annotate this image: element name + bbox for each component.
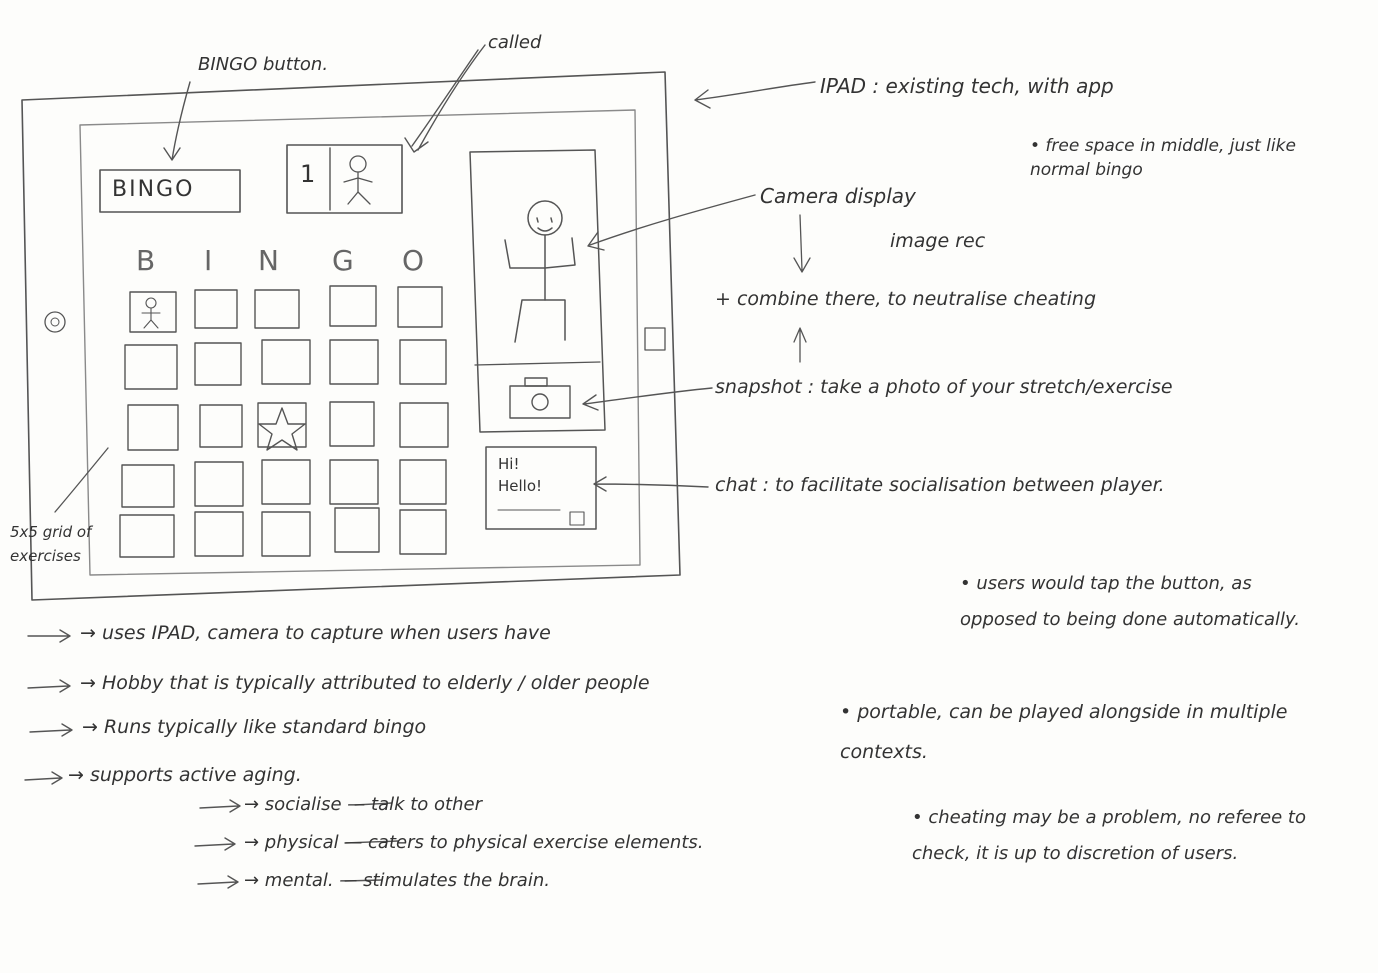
called-stick-figure bbox=[343, 155, 373, 205]
annotation-image-rec: image rec bbox=[890, 230, 986, 252]
annotation-free-space: • free space in middle, just like normal… bbox=[1030, 136, 1296, 180]
column-letter-n: N bbox=[258, 244, 279, 277]
note-left-1: → uses IPAD, camera to capture when user… bbox=[80, 622, 551, 644]
arrow-snapshot bbox=[582, 387, 713, 411]
called-box bbox=[286, 144, 403, 214]
called-number: 1 bbox=[300, 160, 316, 188]
arrow-bingo-button bbox=[163, 81, 191, 161]
arrow-ipad bbox=[694, 81, 816, 109]
annotation-chat: chat : to facilitate socialisation betwe… bbox=[715, 474, 1165, 496]
note-left-3: → Runs typically like standard bingo bbox=[82, 716, 427, 738]
bingo-button-label: BINGO bbox=[112, 177, 195, 202]
ipad-frame bbox=[21, 71, 681, 601]
note-right-1: • users would tap the button, as opposed… bbox=[960, 573, 1301, 630]
cell-stick-figure bbox=[141, 297, 161, 329]
ipad-home-button bbox=[44, 311, 66, 333]
arrow-chat bbox=[593, 476, 709, 492]
note-right-2: • portable, can be played alongside in m… bbox=[840, 701, 1288, 763]
free-space-star-icon bbox=[258, 407, 306, 451]
camera-display-panel bbox=[469, 149, 606, 433]
annotation-grid: 5x5 grid of exercises bbox=[10, 523, 92, 565]
annotation-called: called bbox=[488, 32, 542, 53]
ipad-side-button bbox=[644, 327, 666, 351]
column-letter-b: B bbox=[136, 244, 156, 277]
note-sub-1: → socialise — talk to other bbox=[244, 794, 482, 815]
annotation-ipad: IPAD : existing tech, with app bbox=[820, 74, 1114, 98]
chat-line-2: Hello! bbox=[498, 477, 543, 495]
chat-line-1: Hi! bbox=[498, 455, 520, 473]
note-right-3: • cheating may be a problem, no referee … bbox=[912, 807, 1306, 864]
arrow-combine-up bbox=[793, 327, 807, 363]
ipad-screen bbox=[79, 109, 641, 576]
annotation-camera-display: Camera display bbox=[760, 184, 916, 208]
left-arrows bbox=[24, 629, 399, 889]
camera-icon bbox=[509, 377, 571, 419]
send-icon bbox=[569, 511, 585, 526]
arrow-called bbox=[404, 44, 486, 153]
bingo-button-box bbox=[99, 169, 241, 213]
annotation-combine: + combine there, to neutralise cheating bbox=[715, 288, 1097, 310]
note-sub-3: → mental. — stimulates the brain. bbox=[244, 870, 550, 891]
note-sub-2: → physical — caters to physical exercise… bbox=[244, 832, 704, 853]
column-letter-g: G bbox=[332, 244, 354, 277]
bingo-grid bbox=[119, 285, 449, 558]
camera-stick-figure bbox=[504, 200, 576, 343]
arrow-combine-down bbox=[793, 214, 811, 273]
column-letter-i: I bbox=[204, 244, 213, 277]
note-left-2: → Hobby that is typically attributed to … bbox=[80, 672, 650, 694]
annotation-bingo-button: BINGO button. bbox=[198, 54, 329, 75]
annotation-snapshot: snapshot : take a photo of your stretch/… bbox=[715, 376, 1173, 398]
column-letter-o: O bbox=[402, 244, 425, 277]
chat-panel bbox=[485, 446, 597, 530]
arrow-grid bbox=[54, 447, 109, 513]
arrow-camera-display bbox=[587, 194, 756, 251]
note-left-4: → supports active aging. bbox=[68, 764, 302, 786]
